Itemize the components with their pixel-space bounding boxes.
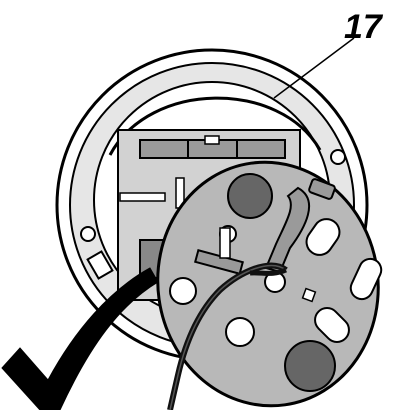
plate-square-slot [301,287,317,303]
plate-slot-lower-right [314,307,350,343]
mount-screw-left [80,226,96,242]
plate-clip-post [219,227,231,259]
plate-slot-right [349,257,383,301]
cable [167,262,288,410]
plate-hole-lower-left [225,317,255,347]
housing-component [119,192,166,202]
plate-hole-bottom-dark [284,340,336,392]
callout-17: 17 [273,8,384,99]
checkmark-icon [1,267,159,410]
base-plate [156,160,383,408]
callout-leader-line [273,37,355,99]
plate-hole-top-dark [227,173,273,219]
checkmark-shape [1,267,159,410]
mount-screw-right [330,149,346,165]
cable-highlight [169,264,287,410]
cable-tail [249,267,287,276]
callout-label: 17 [344,8,384,46]
terminal-screw [204,135,220,145]
rim-latch [86,250,114,280]
plate-slot-upper-right [305,218,341,256]
plate-bracket-tab [308,178,336,200]
plate-hole-left [169,277,197,305]
